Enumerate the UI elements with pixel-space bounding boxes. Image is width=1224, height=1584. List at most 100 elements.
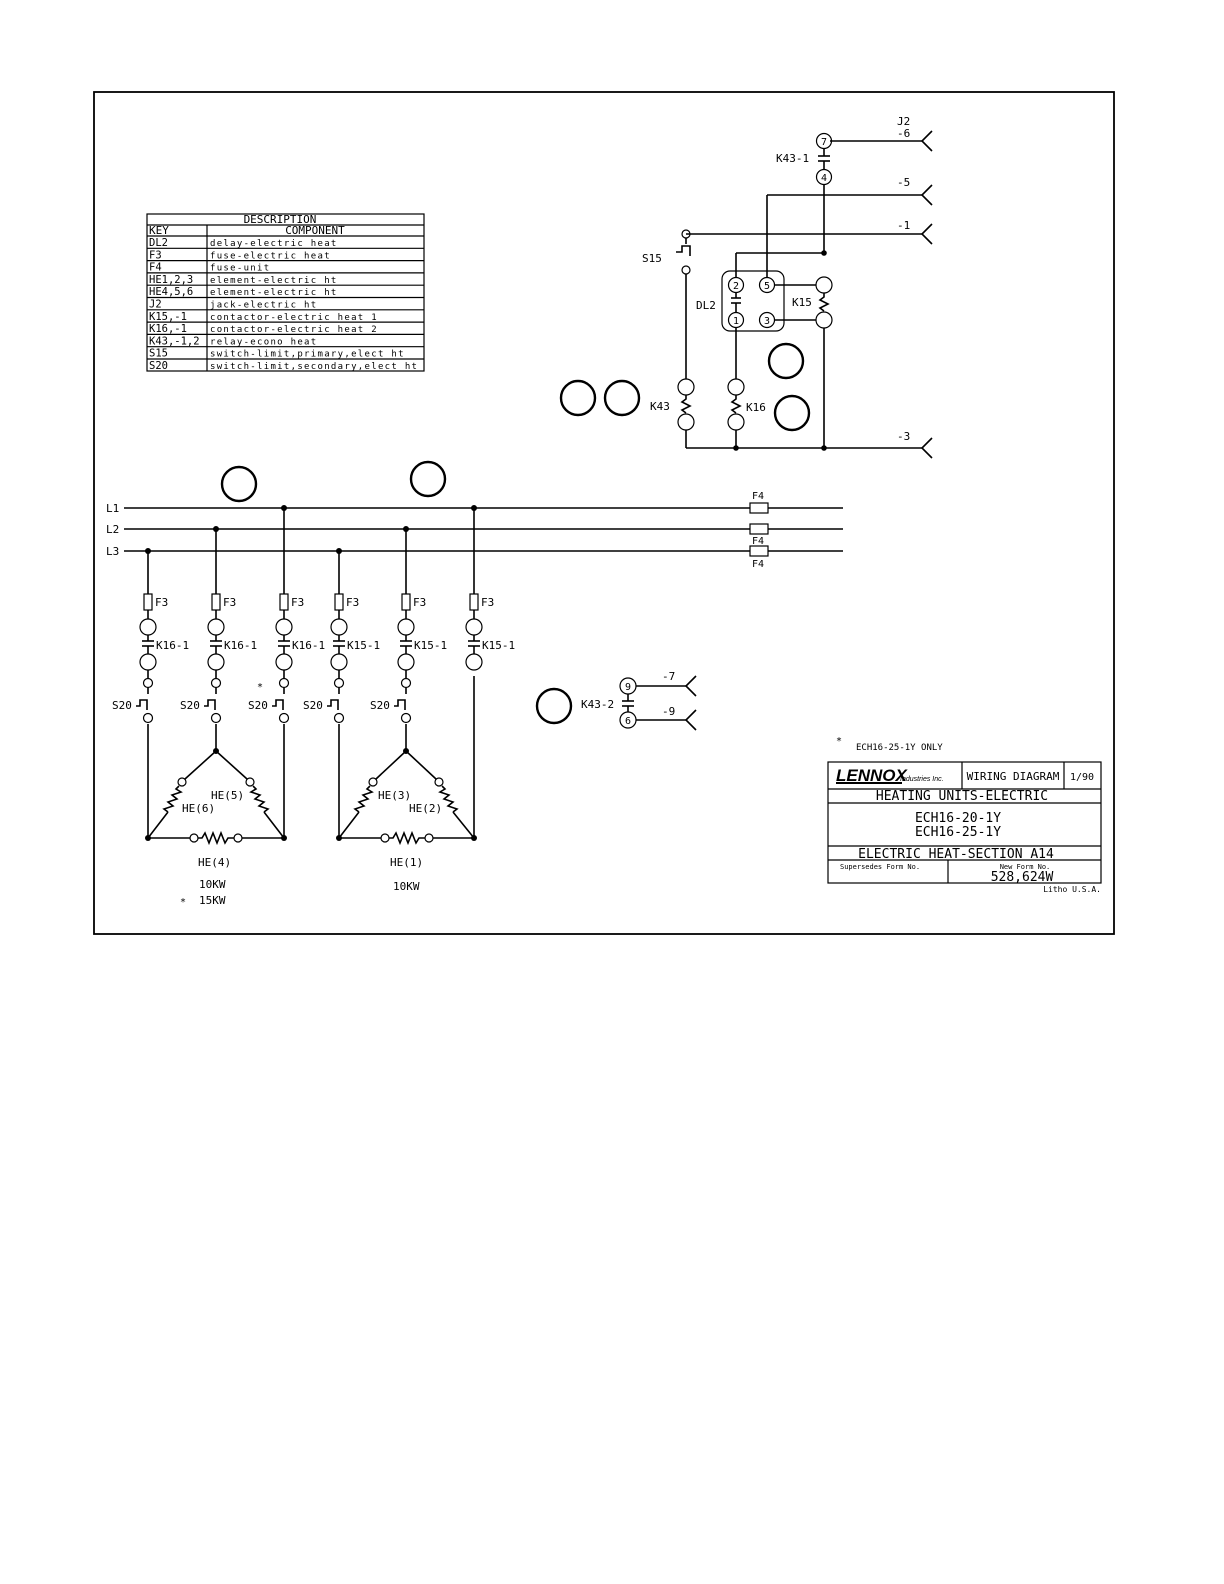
legend-row-component: switch-limit,secondary,elect ht [210,362,418,372]
legend-row-key: K43,-1,2 [149,335,200,347]
s20-label: S20 [303,699,323,712]
legend-component-header: COMPONENT [285,224,345,237]
he4-label: HE(4) [198,856,231,869]
diagram-frame [93,91,1115,935]
terminal-7 [815,132,833,150]
legend-row-component: fuse-electric heat [210,251,331,261]
s20-label: S20 [180,699,200,712]
f4-label-3: F4 [752,559,764,570]
pin-3-label: -3 [897,430,910,443]
terminal-7-label: 7 [821,137,827,148]
legend-row-component: contactor-electric heat 2 [210,325,378,335]
k43-label: K43 [650,400,670,413]
f4-fuse-l2 [749,523,769,535]
f3-label: F3 [413,596,426,609]
legend-row-key: J2 [149,299,162,311]
bank1-rating: 10KW [199,878,226,891]
legend-row-key: HE1,2,3 [149,274,193,286]
f3-fuse [334,593,344,611]
f3-fuse [279,593,289,611]
legend-row-key: K16,-1 [149,323,187,335]
f3-fuse [143,593,153,611]
terminal-4-label: 4 [821,173,827,184]
terminal-3 [758,311,776,329]
he5-label: HE(5) [211,789,244,802]
model-2: ECH16-25-1Y [915,825,1001,840]
doc-title: HEATING UNITS-ELECTRIC [876,789,1048,804]
note-mark: * [836,736,842,747]
he3-label: HE(3) [378,789,411,802]
power-circuit: L1 L2 L3 F4 F4 F4 F3K16-1S20F3K16-1S20F3… [106,491,943,908]
legend-row-key: DL2 [149,237,168,249]
f3-fuse [401,593,411,611]
terminal-4 [815,168,833,186]
pin-7-label: -7 [662,670,675,683]
pin-1-label: -1 [897,219,910,232]
terminal-5 [758,276,776,294]
contactor-label: K16-1 [224,639,257,652]
legend-row-component: element-electric ht [210,288,338,298]
f4-fuse-l1 [749,502,769,514]
terminal-3-label: 3 [764,316,770,327]
k43-1-label: K43-1 [776,152,809,165]
contactor-label: K15-1 [414,639,447,652]
form-number: 528,624W [991,870,1054,885]
legend-row-component: jack-electric ht [210,301,318,311]
supersedes-label: Supersedes Form No. [840,863,920,871]
s20-label: S20 [112,699,132,712]
legend-row-key: K15,-1 [149,311,187,323]
pin-6-label: -6 [897,127,910,140]
contactor-label: K16-1 [292,639,325,652]
callout-circles [220,342,811,725]
k16-label: K16 [746,401,766,414]
new-form-label: New Form No. [1000,863,1051,871]
legend-row-key: F3 [149,249,162,261]
he2-label: HE(2) [409,802,442,815]
terminal-9-label: 9 [625,682,631,693]
f3-label: F3 [346,596,359,609]
f4-label-1: F4 [752,491,764,502]
heater-bank-2: HE(3) HE(2) HE(1) 10KW [336,676,477,893]
doc-date: 1/90 [1070,772,1094,783]
brand-subtitle: Industries Inc. [900,776,944,783]
dl2-relay-box [721,270,785,332]
title-block: LENNOX Industries Inc. WIRING DIAGRAM 1/… [827,761,1102,894]
legend-row-component: switch-limit,primary,elect ht [210,350,405,360]
litho-label: Litho U.S.A. [1043,885,1101,894]
k15-label: K15 [792,296,812,309]
s20-note-mark: * [257,682,263,693]
f3-label: F3 [155,596,168,609]
terminal-1-label: 1 [733,316,739,327]
he6-label: HE(6) [182,802,215,815]
model-note: ECH16-25-1Y ONLY [856,743,943,753]
bank1-alt-rating: 15KW [199,894,226,907]
f3-label: F3 [223,596,236,609]
f4-fuse-l3 [749,545,769,557]
s20-label: S20 [248,699,268,712]
contactor-label: K15-1 [482,639,515,652]
model-1: ECH16-20-1Y [915,811,1001,826]
s20-label: S20 [370,699,390,712]
brand-logo: LENNOX [836,766,909,785]
line-l1-label: L1 [106,502,119,515]
j2-label: J2 [897,115,910,128]
s15-label: S15 [642,252,662,265]
terminal-5-label: 5 [764,281,770,292]
terminal-1 [727,311,745,329]
legend-row-key: S20 [149,360,168,372]
legend-row-component: delay-electric heat [210,239,338,249]
section-title: ELECTRIC HEAT-SECTION A14 [858,847,1054,862]
bank1-alt-mark: * [180,897,186,908]
legend-row-component: contactor-electric heat 1 [210,313,378,323]
legend-row-component: fuse-unit [210,264,270,274]
dl2-label: DL2 [696,299,716,312]
pin-5-label: -5 [897,176,910,189]
f3-label: F3 [291,596,304,609]
legend-row-key: HE4,5,6 [149,286,193,298]
contactor-label: K16-1 [156,639,189,652]
